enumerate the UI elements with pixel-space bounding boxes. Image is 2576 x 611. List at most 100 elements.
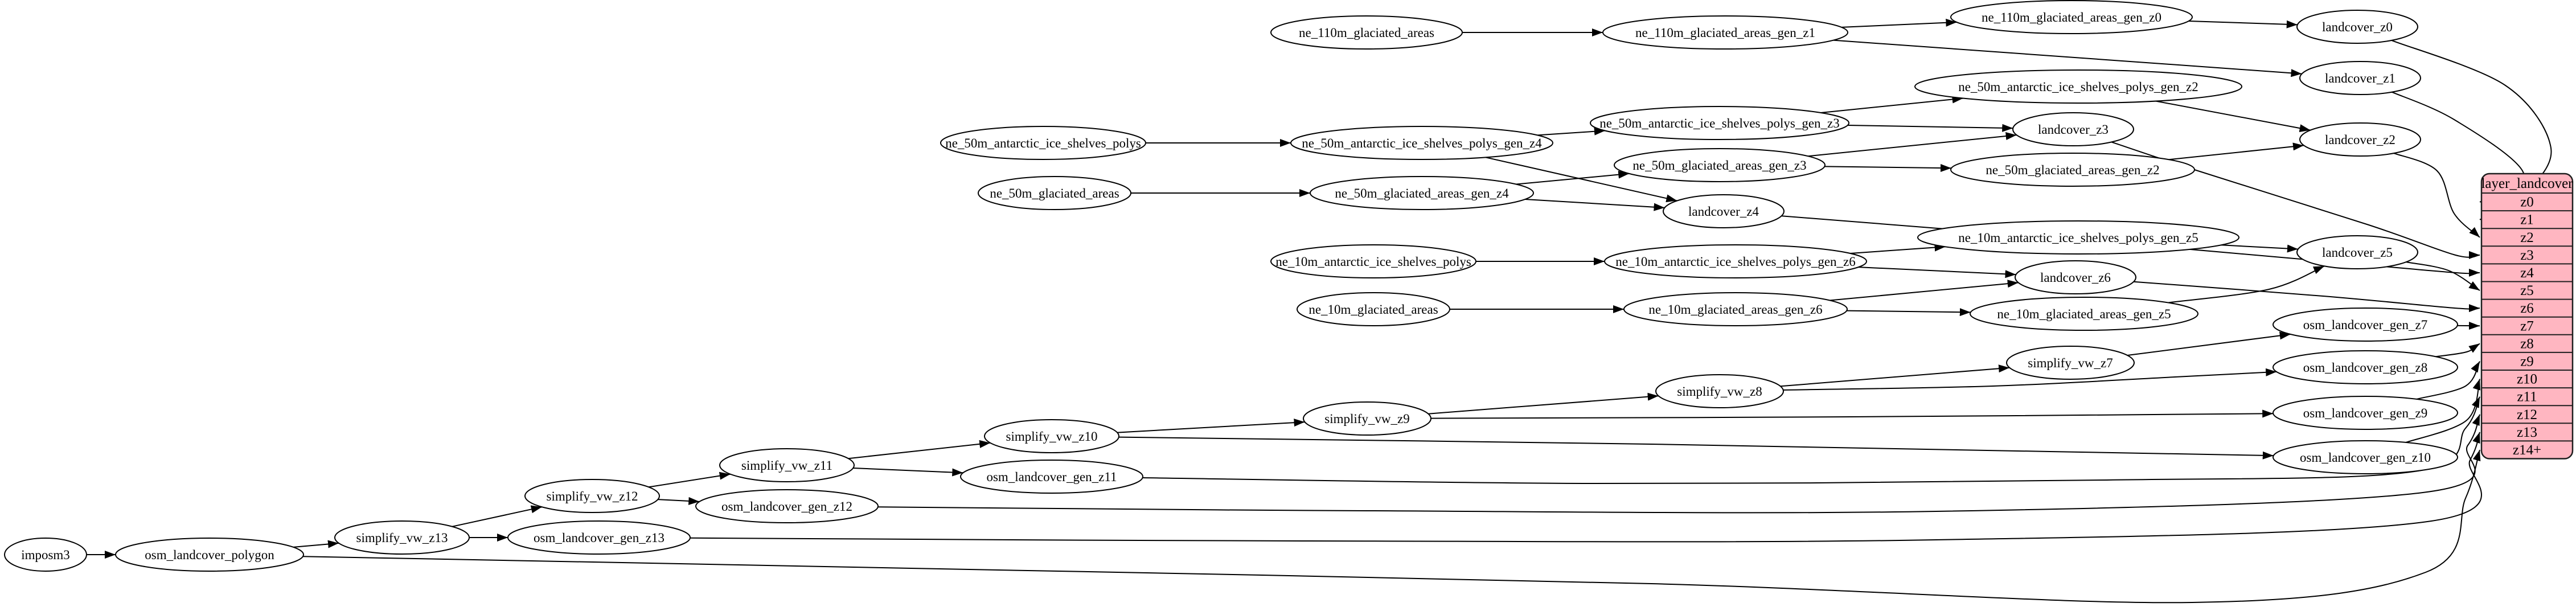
edge-osm_landcover_gen_z13-to-row-13 — [690, 432, 2482, 543]
edge-ne_10m_antarctic_ice_shelves_polys_gen_z6-to-landcover_z6 — [1858, 266, 2016, 278]
graph-node-osm_landcover_gen_z12: osm_landcover_gen_z12 — [695, 489, 879, 523]
node-ellipse — [695, 489, 879, 523]
edge-ne_110m_glaciated_areas_gen_z1-to-landcover_z1 — [1833, 39, 2302, 77]
edge-osm_landcover_gen_z12-to-row-12 — [877, 414, 2480, 514]
graph-node-ne_110m_glaciated_areas: ne_110m_glaciated_areas — [1270, 15, 1463, 50]
table-row-z14plus: z14+ — [2513, 442, 2541, 458]
node-ellipse — [507, 520, 691, 555]
edge-ne_50m_antarctic_ice_shelves_polys_gen_z4-to-ne_50m_antarctic_ice_shelves_polys_gen_z3 — [1537, 127, 1605, 136]
node-ellipse — [4, 538, 87, 572]
node-label: osm_landcover_gen_z12 — [721, 499, 852, 514]
node-label: ne_50m_glaciated_areas — [990, 186, 1119, 200]
node-ellipse — [1604, 244, 1867, 278]
edge-simplify_vw_z13-to-simplify_vw_z12 — [452, 505, 543, 527]
node-label: ne_50m_antarctic_ice_shelves_polys — [945, 136, 1141, 150]
edge-simplify_vw_z8-to-simplify_vw_z7 — [1780, 364, 2010, 387]
edge-simplify_vw_z11-to-simplify_vw_z10 — [848, 440, 991, 460]
edge-landcover_z6-to-row-6 — [2134, 281, 2480, 313]
node-ellipse — [940, 126, 1146, 160]
graph-node-ne_10m_glaciated_areas_gen_z5: ne_10m_glaciated_areas_gen_z5 — [1970, 297, 2198, 331]
node-label: ne_50m_glaciated_areas_gen_z4 — [1335, 186, 1509, 200]
graph-node-landcover_z5: landcover_z5 — [2296, 235, 2418, 269]
node-ellipse — [1602, 15, 1848, 50]
node-label: simplify_vw_z10 — [1006, 429, 1098, 444]
node-ellipse — [2273, 350, 2458, 384]
node-ellipse — [2015, 260, 2136, 294]
graph-node-simplify_vw_z13: simplify_vw_z13 — [334, 520, 470, 555]
graph-node-osm_landcover_gen_z8: osm_landcover_gen_z8 — [2273, 350, 2458, 384]
node-ellipse — [334, 520, 470, 555]
node-ellipse — [524, 479, 660, 513]
graph-node-landcover_z3: landcover_z3 — [2012, 112, 2134, 146]
node-label: ne_50m_glaciated_areas_gen_z3 — [1632, 158, 1806, 173]
table-row-z11: z11 — [2517, 389, 2537, 405]
edge-ne_50m_antarctic_ice_shelves_polys_gen_z3-to-landcover_z3 — [1847, 124, 2013, 132]
node-label: simplify_vw_z13 — [356, 531, 448, 545]
node-label: landcover_z2 — [2325, 133, 2395, 147]
graph-node-ne_110m_glaciated_areas_gen_z1: ne_110m_glaciated_areas_gen_z1 — [1602, 15, 1848, 50]
graph-node-landcover_z4: landcover_z4 — [1663, 194, 1785, 228]
node-ellipse — [2296, 235, 2418, 269]
graph-node-ne_50m_glaciated_areas_gen_z4: ne_50m_glaciated_areas_gen_z4 — [1310, 176, 1534, 210]
node-label: osm_landcover_gen_z9 — [2303, 406, 2427, 420]
node-ellipse — [2299, 61, 2421, 95]
graph-node-ne_50m_glaciated_areas_gen_z2: ne_50m_glaciated_areas_gen_z2 — [1950, 153, 2195, 187]
node-label: osm_landcover_gen_z8 — [2303, 360, 2427, 375]
table-row-z4: z4 — [2520, 265, 2534, 281]
edge-osm_landcover_gen_z10-to-row-10 — [2405, 379, 2481, 443]
table-layer: layer_landcoverz0z1z2z3z4z5z6z7z8z9z10z1… — [2480, 173, 2574, 460]
graph-node-landcover_z0: landcover_z0 — [2296, 10, 2418, 44]
edge-ne_50m_glaciated_areas_gen_z2-to-landcover_z2 — [2169, 142, 2304, 161]
graph-node-ne_50m_antarctic_ice_shelves_polys_gen_z4: ne_50m_antarctic_ice_shelves_polys_gen_z… — [1290, 126, 1553, 160]
edge-ne_10m_glaciated_areas_gen_z5-to-landcover_z5 — [2168, 265, 2325, 304]
node-ellipse — [2006, 346, 2135, 380]
node-label: landcover_z5 — [2322, 245, 2393, 260]
table-row-z9: z9 — [2520, 354, 2534, 369]
node-label: ne_50m_antarctic_ice_shelves_polys_gen_z… — [1302, 136, 1542, 150]
node-ellipse — [2273, 396, 2458, 430]
edge-ne_110m_glaciated_areas_gen_z1-to-ne_110m_glaciated_areas_gen_z0 — [1841, 18, 1957, 28]
node-ellipse — [1623, 292, 1848, 326]
node-ellipse — [1297, 292, 1450, 326]
graph-node-ne_10m_glaciated_areas: ne_10m_glaciated_areas — [1297, 292, 1450, 326]
edge-simplify_vw_z12-to-simplify_vw_z11 — [649, 471, 731, 488]
graph-node-ne_10m_antarctic_ice_shelves_polys: ne_10m_antarctic_ice_shelves_polys — [1270, 244, 1476, 278]
node-ellipse — [984, 419, 1119, 453]
graph-node-ne_50m_glaciated_areas_gen_z3: ne_50m_glaciated_areas_gen_z3 — [1614, 148, 1826, 182]
node-ellipse — [2273, 307, 2458, 342]
graph-node-ne_10m_antarctic_ice_shelves_polys_gen_z5: ne_10m_antarctic_ice_shelves_polys_gen_z… — [1917, 220, 2239, 255]
node-ellipse — [1270, 15, 1463, 50]
node-label: osm_landcover_gen_z13 — [534, 531, 664, 545]
edge-simplify_vw_z10-to-osm_landcover_gen_z10 — [1118, 436, 2274, 460]
table-row-z6: z6 — [2520, 301, 2534, 316]
table-row-z8: z8 — [2520, 336, 2534, 351]
graph-node-simplify_vw_z10: simplify_vw_z10 — [984, 419, 1119, 453]
edge-landcover_z5-to-row-5 — [2406, 261, 2480, 291]
node-ellipse — [1655, 374, 1784, 408]
node-ellipse — [978, 176, 1131, 210]
table-row-z5: z5 — [2520, 283, 2534, 298]
edge-ne_50m_glaciated_areas_gen_z4-to-landcover_z4 — [1525, 199, 1665, 211]
table-row-z7: z7 — [2520, 318, 2534, 334]
table-row-z1: z1 — [2520, 212, 2534, 228]
edge-ne_10m_glaciated_areas_gen_z6-to-landcover_z6 — [1830, 280, 2019, 301]
table-row-z10: z10 — [2517, 372, 2537, 387]
layer-table-title: layer_landcover — [2481, 176, 2573, 191]
node-ellipse — [115, 538, 304, 572]
graph-node-osm_landcover_polygon: osm_landcover_polygon — [115, 538, 304, 572]
node-ellipse — [1303, 401, 1431, 436]
edge-osm_landcover_gen_z8-to-row-8 — [2435, 343, 2480, 358]
graph-node-ne_50m_antarctic_ice_shelves_polys_gen_z2: ne_50m_antarctic_ice_shelves_polys_gen_z… — [1914, 69, 2242, 104]
edge-ne_50m_glaciated_areas_gen_z3-to-ne_50m_glaciated_areas_gen_z2 — [1824, 164, 1952, 173]
node-ellipse — [1970, 297, 2198, 331]
node-ellipse — [1914, 69, 2242, 104]
node-ellipse — [1950, 0, 2193, 34]
node-ellipse — [719, 448, 855, 482]
edge-ne_50m_antarctic_ice_shelves_polys_gen_z2-to-landcover_z2 — [2155, 100, 2311, 132]
graph-node-simplify_vw_z7: simplify_vw_z7 — [2006, 346, 2135, 380]
graph-node-landcover_z6: landcover_z6 — [2015, 260, 2136, 294]
node-label: ne_50m_glaciated_areas_gen_z2 — [1986, 163, 2159, 177]
edge-osm_landcover_gen_z9-to-row-9 — [2416, 360, 2480, 400]
